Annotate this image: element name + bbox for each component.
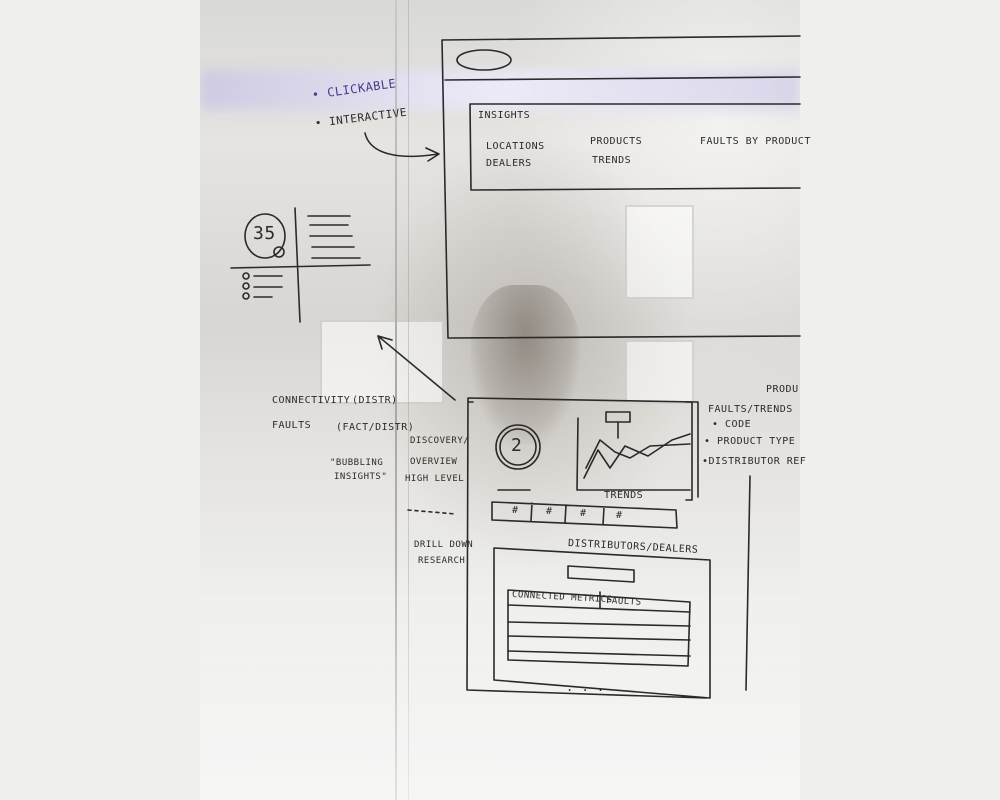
product-type-note: • PRODUCT TYPE [704,436,796,447]
stat-circle [244,213,286,259]
faults-label: FAULTS [272,420,312,431]
drill-down-label: DRILL DOWN [414,540,474,550]
distributor-note: •DISTRIBUTOR REF [702,456,807,467]
insights-label: INSIGHTS" [334,472,388,482]
overview-label: OVERVIEW [410,457,458,467]
glass-seam-edge [408,0,409,800]
faults-trends-note: FAULTS/TRENDS [708,404,793,415]
diagonal-arrow [377,335,456,401]
trend-line-1 [583,433,691,479]
nav-faults-by-product: FAULTS BY PRODUCT [700,136,811,147]
research-label: RESEARCH [418,556,466,566]
stat-tab-2: # [546,506,553,517]
window-reflection-right [625,340,694,404]
gauge-circle [495,424,541,470]
trend-chart-frame [576,417,691,491]
product-note: PRODU [766,384,799,395]
glass-seam [395,0,397,800]
stat-tabs-bar [491,501,678,529]
search-input-sketch [567,565,635,583]
insights-panel [469,103,801,191]
stat-number: 35 [253,223,276,244]
nav-products: PRODUCTS [590,136,643,147]
person-reflection [470,285,580,445]
trends-label: TRENDS [604,490,644,501]
connectivity-tag: (DISTR) [352,395,398,406]
distributors-frame [493,547,711,699]
tab-faults: FAULTS [605,596,642,608]
insights-title: INSIGHTS [478,110,531,121]
window-reflection-top [625,205,694,299]
left-margin [0,0,200,800]
gauge-value: 2 [511,435,523,456]
window-reflection-left [320,320,444,404]
high-level-label: HIGH LEVEL [405,474,465,484]
header-divider [444,76,801,81]
more-indicator: . . . [566,680,605,694]
discovery-label: DISCOVERY/ [410,436,470,446]
logo-placeholder [456,49,512,71]
trend-line-2 [585,439,691,469]
right-margin [800,0,1000,800]
top-wireframe-frame [441,35,801,339]
stat-tab-1: # [512,505,519,516]
nav-dealers: DEALERS [486,158,532,169]
stat-tab-3: # [580,508,587,519]
nav-trends: TRENDS [592,155,632,166]
interactive-arrow [364,132,440,162]
code-note: • CODE [712,419,752,430]
tooltip-box [605,411,631,439]
stat-tab-4: # [616,510,623,521]
bubbling-label: "BUBBLING [330,458,384,468]
dashboard-frame [466,397,707,699]
nav-locations: LOCATIONS [486,141,545,152]
faults-tag: (FACT/DISTR) [336,422,415,433]
connectivity-label: CONNECTIVITY [272,395,351,406]
